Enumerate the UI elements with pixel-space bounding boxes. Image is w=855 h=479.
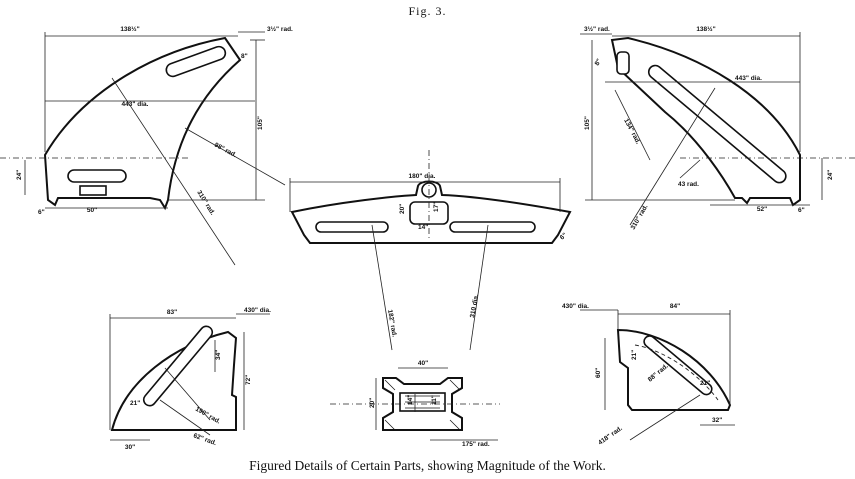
center-height-b-label: 20" (399, 204, 406, 214)
top-right-slot-diagonal (647, 64, 787, 184)
top-left-base-width-label: 50" (87, 207, 97, 214)
top-left-base-left-label: 6" (38, 209, 45, 216)
bottom-center-hatch (384, 379, 461, 431)
bottom-left-slot-small-label: 21" (130, 400, 140, 407)
top-right-height-label: 105" (584, 116, 591, 130)
bottom-left-small-radius-label: 62" rad. (192, 432, 217, 447)
bottom-right-slot-height-label: 21" (631, 350, 638, 360)
top-right-slot-upper (616, 51, 630, 75)
top-left-diameter-label: 443" dia. (122, 101, 149, 108)
top-left-large-radius-label: 310" rad. (195, 189, 216, 216)
top-left-arc-radius-label: 98" rad. (213, 142, 238, 160)
center-radius-right-label: 310 dia. (469, 293, 480, 318)
bottom-left-width-label: 83" (167, 309, 177, 316)
bottom-center-inner-b-label: 11" (431, 395, 438, 405)
top-left-outline (43, 36, 242, 211)
figure-title: Fig. 3. (408, 4, 447, 18)
bottom-center-height-label: 20" (369, 398, 376, 408)
bottom-right-width-label: 84" (670, 303, 680, 310)
top-left-slot-lower (67, 169, 127, 183)
bottom-right-slot (643, 335, 713, 396)
top-right-arc-radius-label: 43 rad. (678, 181, 699, 188)
bottom-left-slot-height-label: 34" (215, 350, 222, 360)
top-left-base-height-label: 24" (16, 170, 23, 180)
figure-caption: Figured Details of Certain Parts, showin… (249, 458, 606, 473)
top-right-large-radius-label: 310" rad. (630, 203, 650, 231)
bottom-right-small-radius-label: 418" rad. (597, 425, 624, 447)
center-radius-left-label: 182" rad. (386, 309, 398, 338)
center-width-label: 180" dia. (409, 173, 436, 180)
center-slot-right (449, 221, 536, 233)
bottom-left-slot (142, 325, 214, 407)
bottom-center-width-label: 40" (418, 360, 428, 367)
bottom-right-height-label: 60" (595, 368, 602, 378)
top-right-corner-small-label: 8" (594, 58, 603, 67)
bottom-center-part: 40" 20" 14" 11" 175" rad. (330, 360, 500, 448)
top-right-part: 3½" rad. 138½" 8" 443" dia. 105" 134" ra… (580, 25, 855, 231)
top-right-base-right-label: 6" (798, 207, 805, 214)
bottom-right-slot-small-label: 21" (700, 380, 710, 387)
top-left-part: 138½" 3½" rad. 8" 443" dia. 98" rad. 310… (0, 25, 293, 266)
bottom-right-diameter-label: 430" dia. (562, 303, 589, 310)
top-right-base-height-label: 24" (827, 170, 834, 180)
top-right-inner-radius-label: 134" rad. (622, 118, 641, 146)
center-slot-left (315, 221, 389, 233)
bottom-left-base-width-label: 30" (125, 444, 135, 451)
top-right-diameter-label: 443" dia. (735, 75, 762, 82)
top-left-corner-small-label: 8" (241, 53, 248, 60)
top-left-notch (79, 185, 107, 196)
top-left-width-label: 138½" (120, 25, 139, 33)
top-left-slot-upper (165, 45, 227, 78)
center-height-a-label: 17" (433, 202, 440, 212)
bottom-left-part: 83" 430" dia. 72" 34" 21" 190" rad. 62" … (109, 307, 271, 451)
bottom-right-hidden-line (634, 344, 719, 401)
center-part: 180" dia. 17" 20" 14" 6" 182" rad. 310 d… (289, 150, 572, 351)
top-left-height-label: 105" (257, 116, 264, 130)
bottom-center-inner-a-label: 14" (407, 395, 414, 405)
top-right-width-label: 138½" (696, 25, 715, 33)
bottom-right-base-width-label: 32" (712, 417, 722, 424)
top-left-corner-radius-label: 3½" rad. (267, 25, 293, 33)
bottom-center-radius-label: 175" rad. (462, 441, 490, 448)
bottom-left-height-label: 72" (245, 375, 252, 385)
center-right-small-label: 6" (559, 232, 569, 242)
top-right-corner-radius-label: 3½" rad. (584, 25, 610, 33)
center-radius-center-label: 14" (418, 224, 428, 231)
bottom-right-part: 430" dia. 84" 60" 21" 88" rad. 21" 418" … (562, 303, 735, 447)
bottom-left-diameter-label: 430" dia. (244, 307, 271, 314)
top-right-base-width-label: 52" (757, 206, 767, 213)
